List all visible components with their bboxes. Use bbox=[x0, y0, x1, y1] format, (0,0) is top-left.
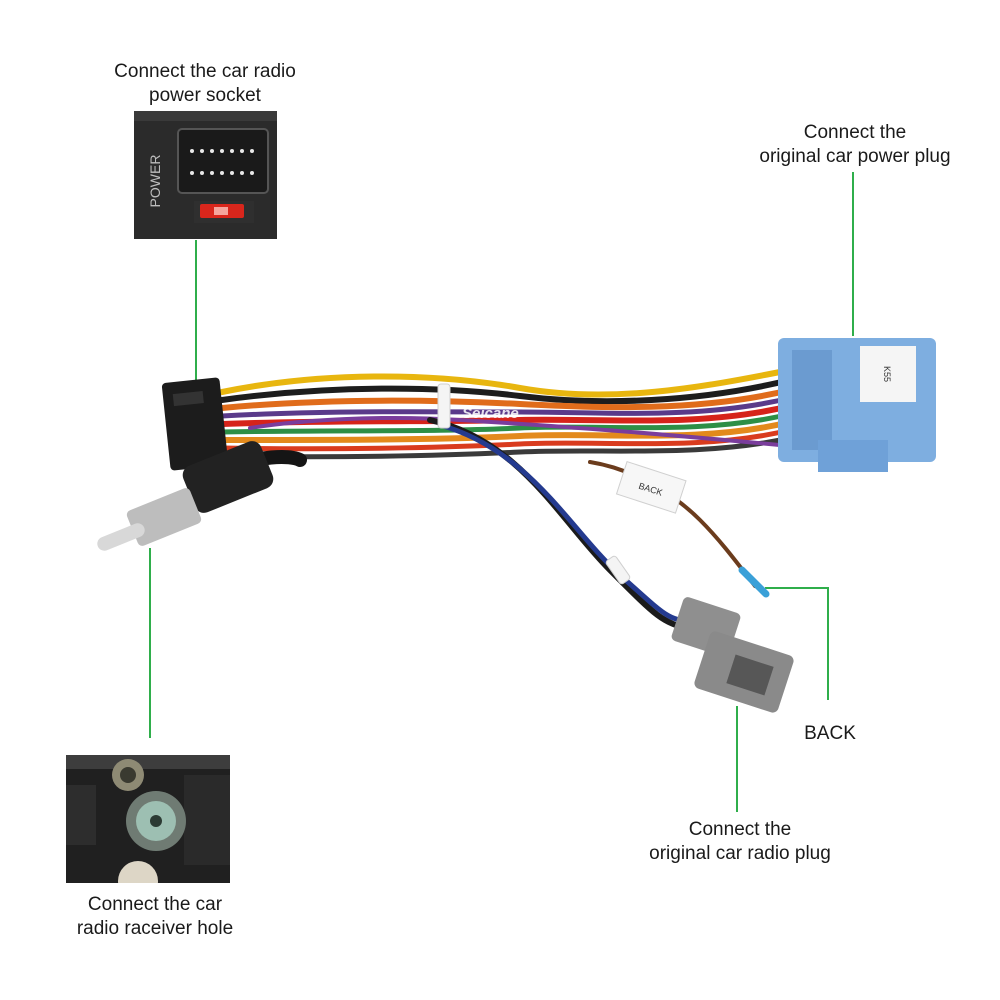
power-socket-photo: POWER bbox=[134, 111, 277, 239]
cable-tie bbox=[437, 383, 451, 429]
receiver-hole-photo bbox=[66, 755, 230, 883]
label-line: radio raceiver hole bbox=[76, 918, 234, 939]
label-original-power-plug: Connect the original car power plug bbox=[730, 121, 980, 169]
label-radio-power-socket: Connect the car radio power socket bbox=[60, 60, 350, 108]
label-line: Connect the car radio bbox=[114, 61, 296, 82]
label-line: Connect the car bbox=[87, 894, 223, 915]
radio-power-connector bbox=[161, 377, 229, 471]
gray-radio-plug bbox=[671, 597, 794, 713]
back-wire-tag: BACK bbox=[615, 460, 687, 514]
antenna-plug bbox=[97, 441, 307, 551]
label-receiver-hole: Connect the car radio raceiver hole bbox=[40, 893, 270, 941]
blue-power-connector: K55 bbox=[778, 338, 936, 472]
leader-lines bbox=[149, 172, 854, 812]
power-panel-text: POWER bbox=[147, 155, 163, 208]
label-line: original car power plug bbox=[759, 146, 951, 167]
wire-bundle bbox=[219, 367, 793, 633]
label-line: Connect the bbox=[688, 819, 792, 840]
cable-tie bbox=[605, 555, 631, 585]
label-line: power socket bbox=[149, 85, 261, 106]
label-line: Connect the bbox=[803, 122, 907, 143]
blue-tag-text: K55 bbox=[882, 366, 892, 382]
label-original-radio-plug: Connect the original car radio plug bbox=[620, 818, 860, 866]
watermark-text: Seicane bbox=[462, 405, 519, 422]
label-back: BACK bbox=[804, 723, 856, 744]
back-terminal bbox=[738, 566, 770, 598]
label-line: original car radio plug bbox=[649, 843, 831, 864]
leader-back bbox=[765, 587, 829, 700]
